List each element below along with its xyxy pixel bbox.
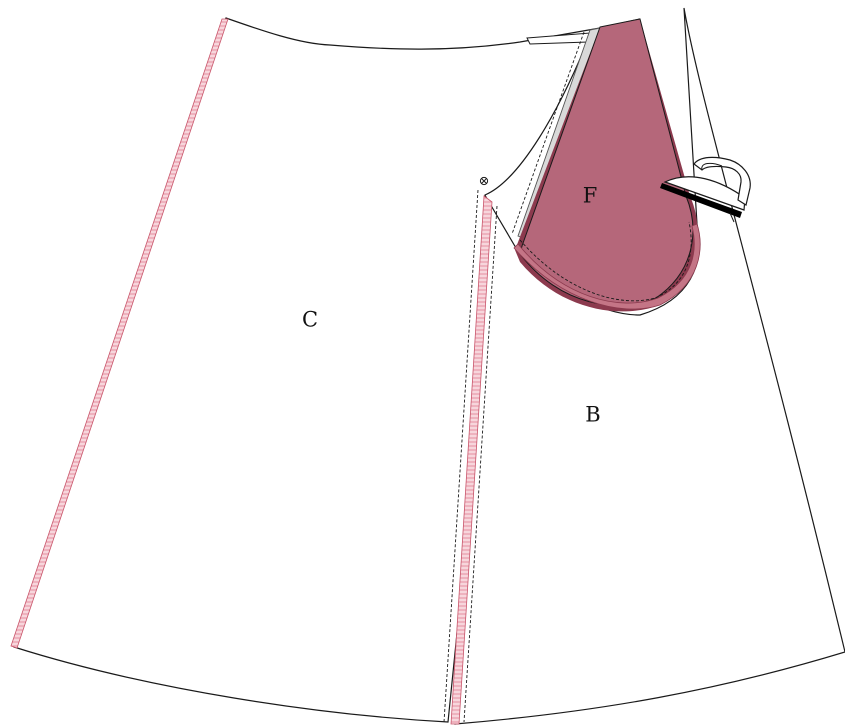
zipper-stitch-line <box>511 31 585 235</box>
label-panel-b: B <box>585 403 600 427</box>
seam-binding-left <box>10 18 229 649</box>
facing-stitch-line <box>519 221 692 302</box>
pivot-mark-icon <box>479 176 489 186</box>
label-facing-f: F <box>583 184 598 208</box>
center-seam-stitch-line-right <box>463 205 498 723</box>
seam-binding-center <box>450 195 493 725</box>
iron-icon <box>660 156 751 223</box>
panel-b <box>454 7 845 725</box>
center-seam-stitch-line <box>443 189 479 723</box>
panel-c <box>13 17 641 723</box>
facing-bottom-binding <box>513 223 701 310</box>
label-panel-c: C <box>302 308 318 332</box>
